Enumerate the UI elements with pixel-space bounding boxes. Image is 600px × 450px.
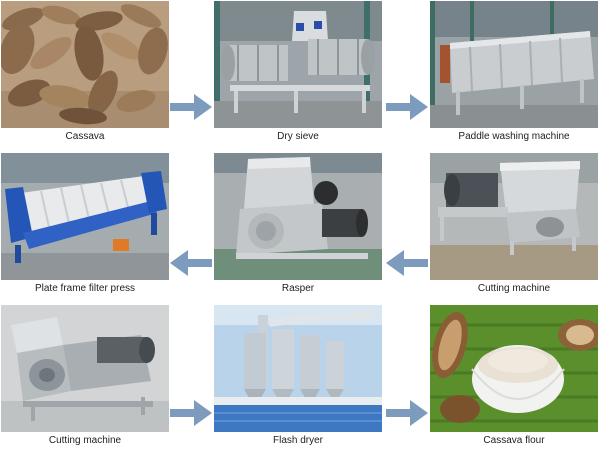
arrow-icon xyxy=(168,398,214,428)
arrow-icon xyxy=(384,248,430,278)
cutting-machine-photo xyxy=(1,305,169,432)
plate-frame-filter-press-photo xyxy=(1,153,169,280)
step-label: Rasper xyxy=(281,283,315,294)
step-label: Dry sieve xyxy=(277,131,319,142)
cutting-machine-photo xyxy=(430,153,598,280)
paddle-washing-machine-photo xyxy=(430,1,598,128)
step-label: Plate frame filter press xyxy=(34,283,136,294)
step-label: Cassava flour xyxy=(483,435,545,446)
cassava-flour-photo xyxy=(430,305,598,432)
arrow-icon xyxy=(168,92,214,122)
arrow-icon xyxy=(384,92,430,122)
dry-sieve-machine-photo xyxy=(214,1,382,128)
step-label: Cassava xyxy=(65,131,105,142)
flash-dryer-photo xyxy=(214,305,382,432)
step-label: Flash dryer xyxy=(272,435,323,446)
cassava-roots-photo xyxy=(1,1,169,128)
step-label: Paddle washing machine xyxy=(458,131,570,142)
arrow-icon xyxy=(384,398,430,428)
step-label: Cutting machine xyxy=(477,283,551,294)
arrow-icon xyxy=(168,248,214,278)
rasper-machine-photo xyxy=(214,153,382,280)
step-label: Cutting machine xyxy=(48,435,122,446)
